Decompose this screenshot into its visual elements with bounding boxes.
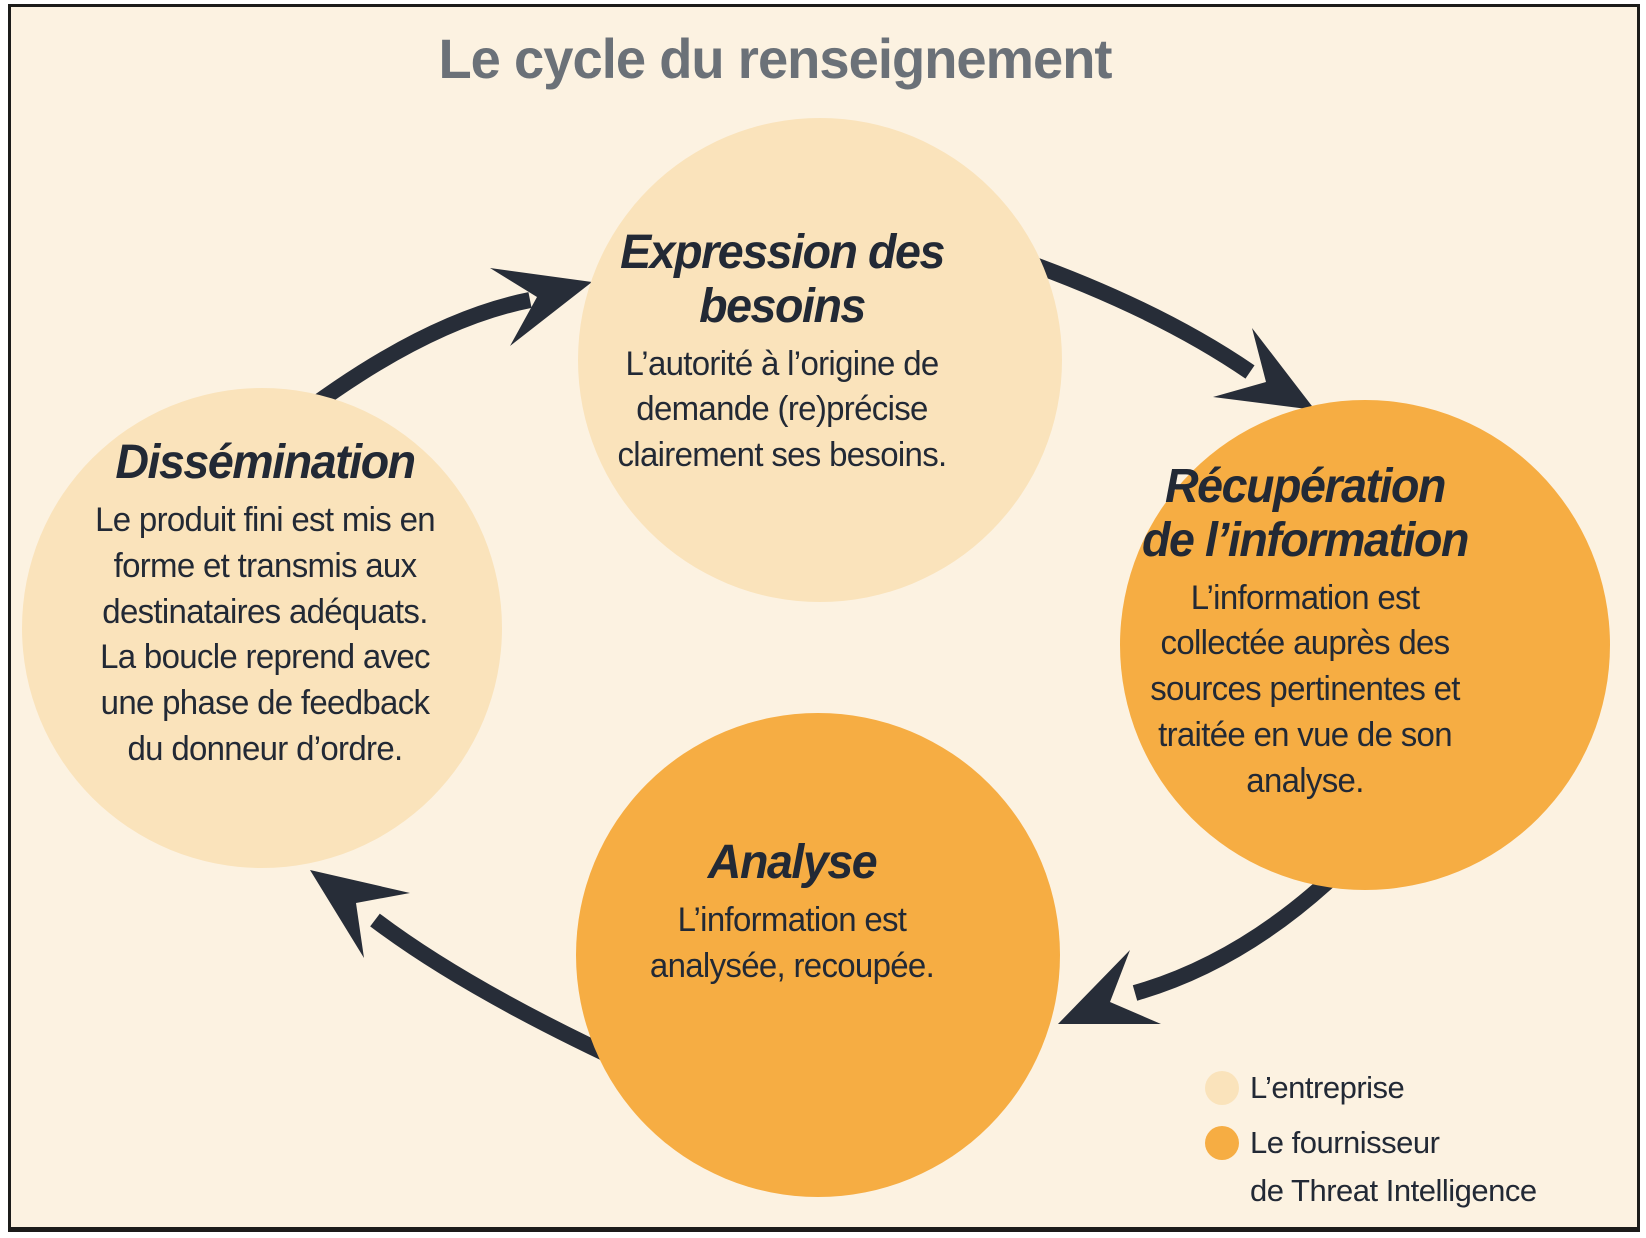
stage-circle-recuperation	[1120, 400, 1610, 890]
stage-text-dissemination: Dissémination Le produit fini est mis en…	[95, 436, 435, 773]
arrowhead-dissemination-to-expression-icon	[490, 268, 592, 346]
stage-heading-analyse: Analyse	[707, 836, 878, 889]
arrow-dissemination-to-expression	[305, 292, 532, 415]
legend-label-entreprise: L’entreprise	[1250, 1070, 1405, 1105]
arrowhead-analyse-to-dissemination-icon	[310, 870, 410, 958]
page-title: Le cycle du renseignement	[438, 27, 1112, 90]
stage-circle-dissemination	[22, 388, 502, 868]
entreprise-dot-icon	[1205, 1071, 1239, 1105]
stage-circle-analyse	[576, 713, 1060, 1197]
arrowhead-recuperation-to-analyse-icon	[1058, 950, 1161, 1024]
fournisseur-dot-icon	[1205, 1126, 1239, 1160]
arrowhead-expression-to-recuperation-icon	[1213, 328, 1315, 410]
stage-circle-expression	[578, 118, 1062, 602]
legend-item-entreprise: L’entreprise	[1205, 1064, 1537, 1112]
stage-heading-dissemination: Dissémination	[115, 436, 416, 489]
arrow-recuperation-to-analyse	[1132, 866, 1344, 1001]
